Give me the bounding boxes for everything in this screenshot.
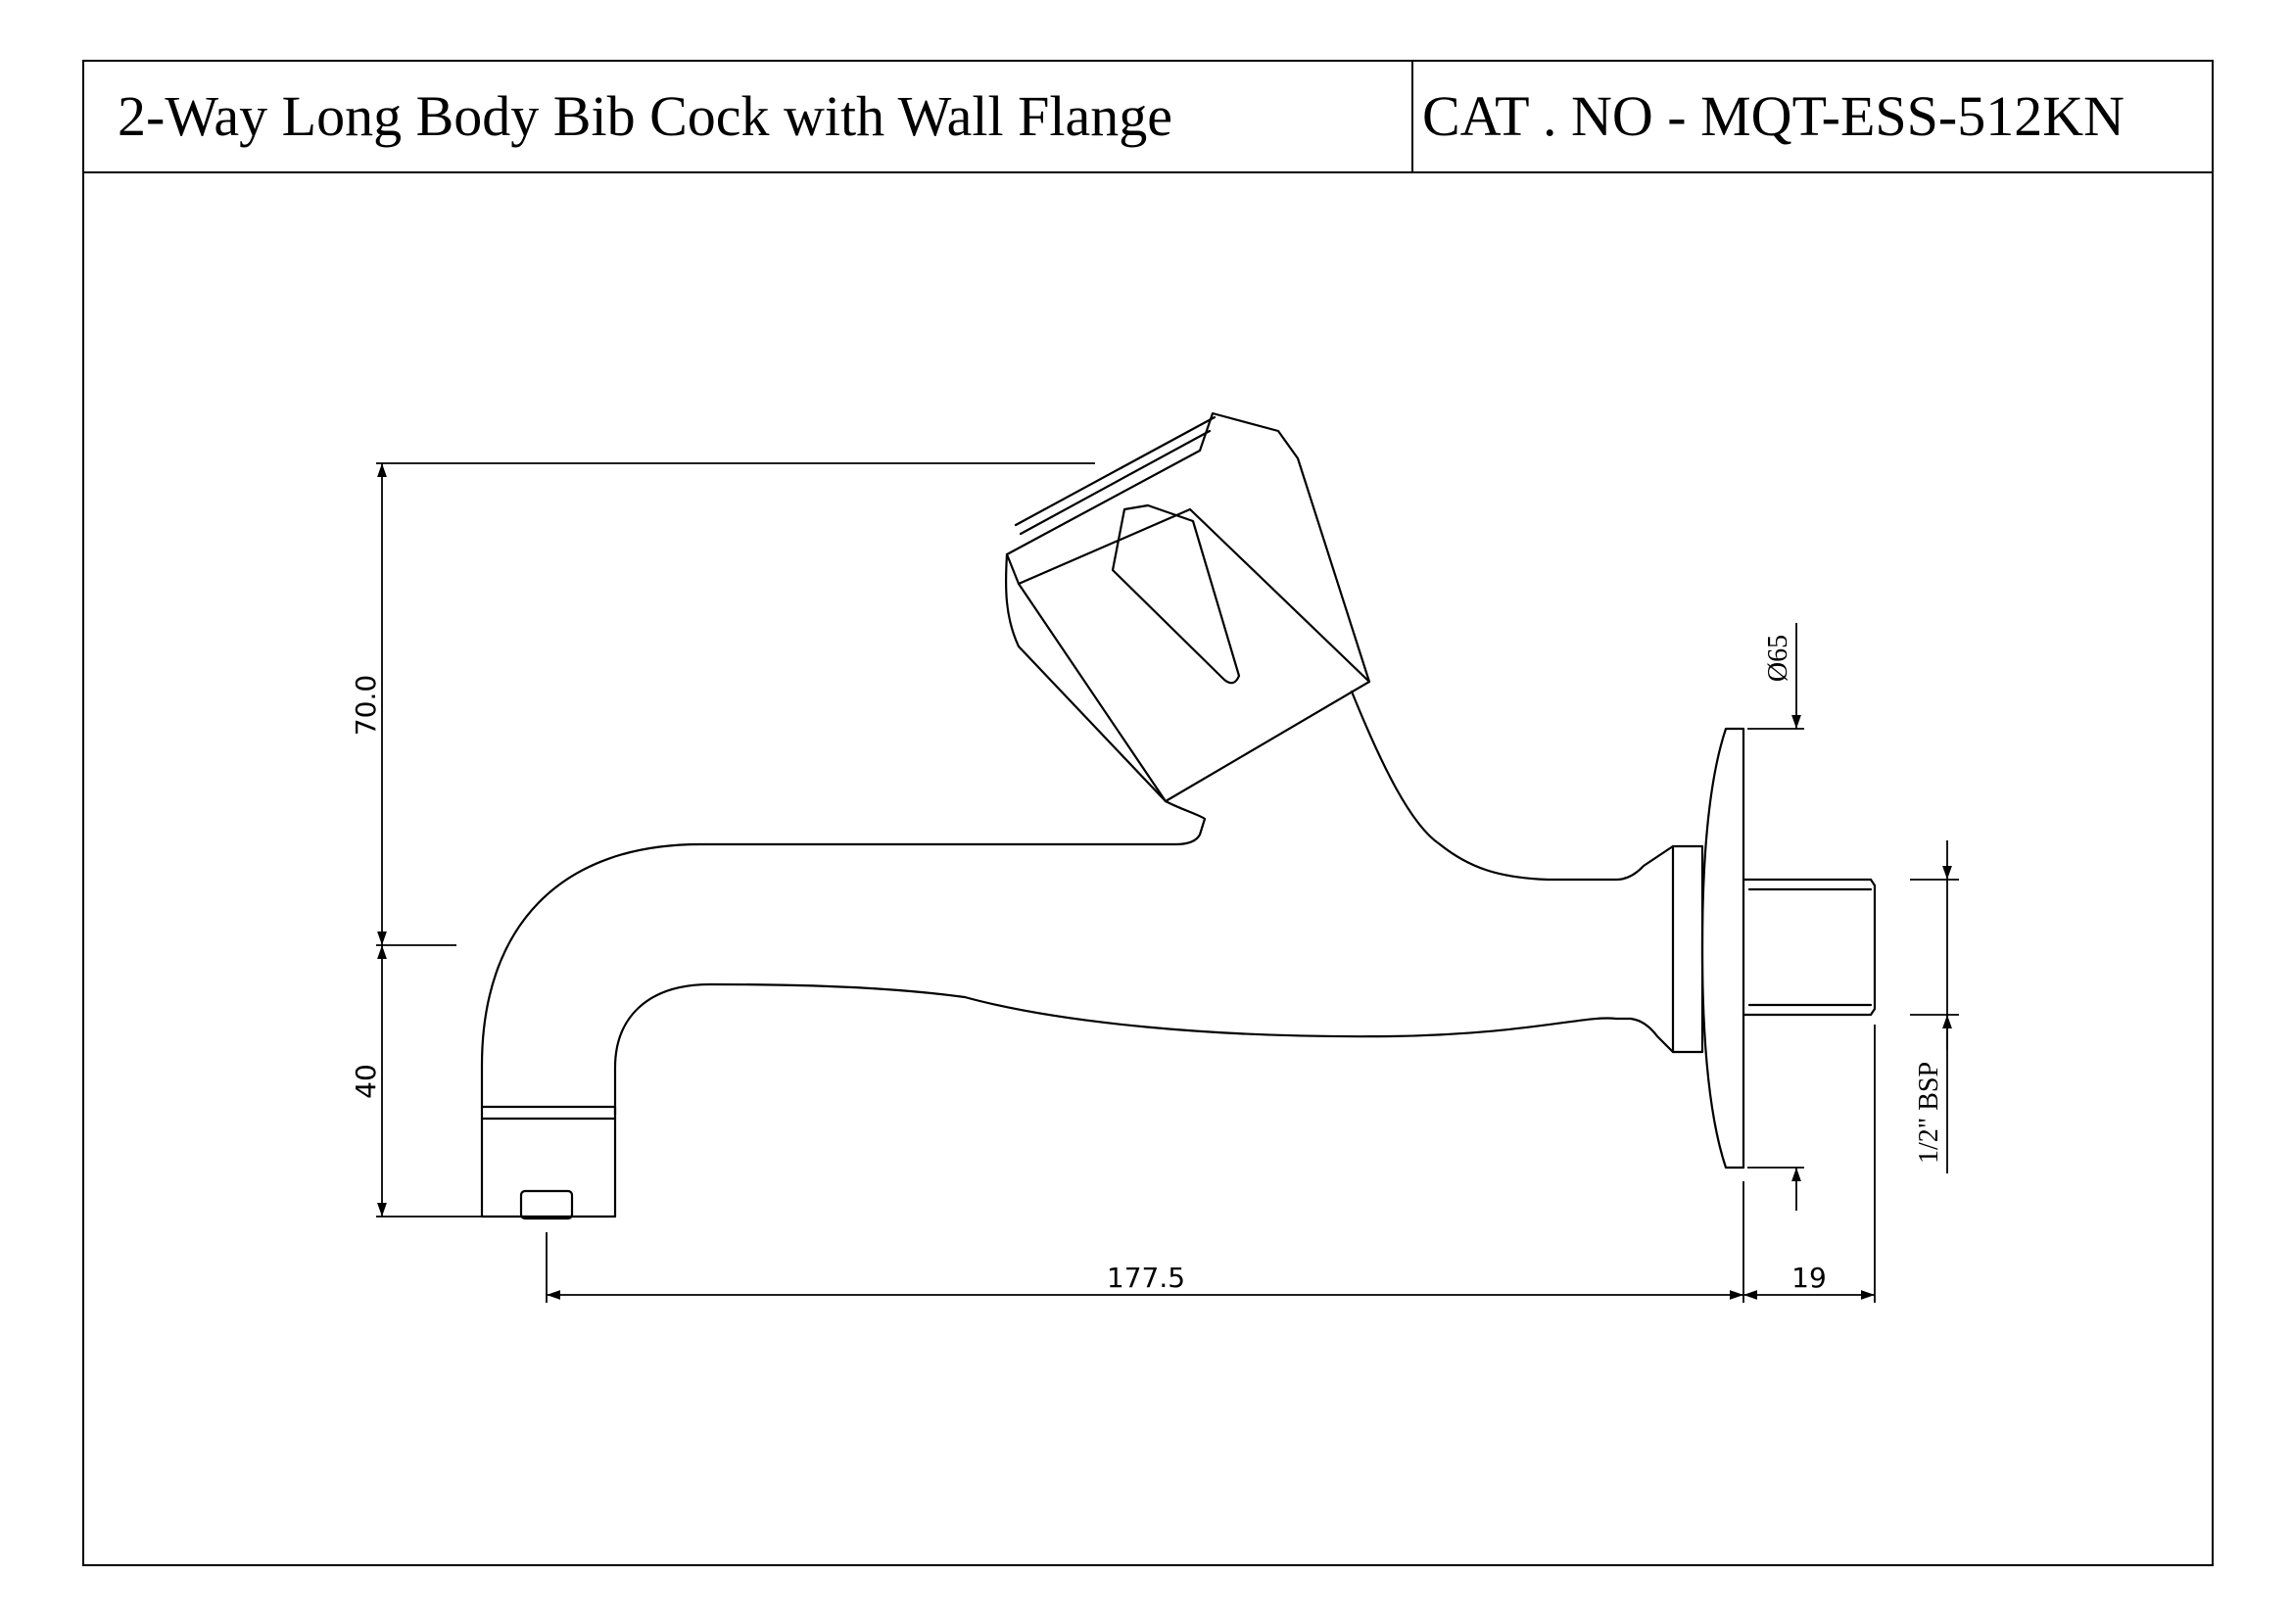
spout-upper [480, 842, 707, 1109]
spout-inner [613, 982, 1618, 1117]
dimension-lines [376, 462, 1959, 1303]
catalog-number: CAT . NO - MQT-ESS-512KN [1422, 84, 2125, 148]
flange-collar [1671, 844, 1704, 1054]
aerator [519, 1189, 574, 1220]
body-lower [1614, 1017, 1675, 1054]
handle-lever [1111, 503, 1241, 685]
handle-top-face [1005, 411, 1371, 684]
handle-ridge-inner [1019, 429, 1212, 536]
bib-cock-outline [480, 411, 1877, 1220]
handle-ridge [1014, 415, 1217, 527]
thread-connector [1742, 878, 1877, 1017]
product-title: 2-Way Long Body Bib Cock with Wall Flang… [118, 84, 1172, 148]
dim-label-177: 177.5 [1107, 1262, 1185, 1294]
drawing-border [82, 60, 2214, 1566]
dim-label-thread-size: 1/2" BSP [1914, 1062, 1944, 1164]
handle-top-edge [1004, 552, 1168, 803]
handle-neck [703, 799, 1207, 846]
dim-label-19: 19 [1791, 1262, 1827, 1294]
wall-flange [1700, 727, 1745, 1170]
body-upper [1350, 690, 1675, 882]
dim-label-70: 70.0 [350, 675, 382, 736]
dim-label-flange-diameter: Ø65 [1763, 635, 1793, 682]
dim-label-40: 40 [350, 1064, 382, 1099]
handle-front-face [1017, 507, 1371, 803]
spout-tip [480, 1105, 617, 1218]
